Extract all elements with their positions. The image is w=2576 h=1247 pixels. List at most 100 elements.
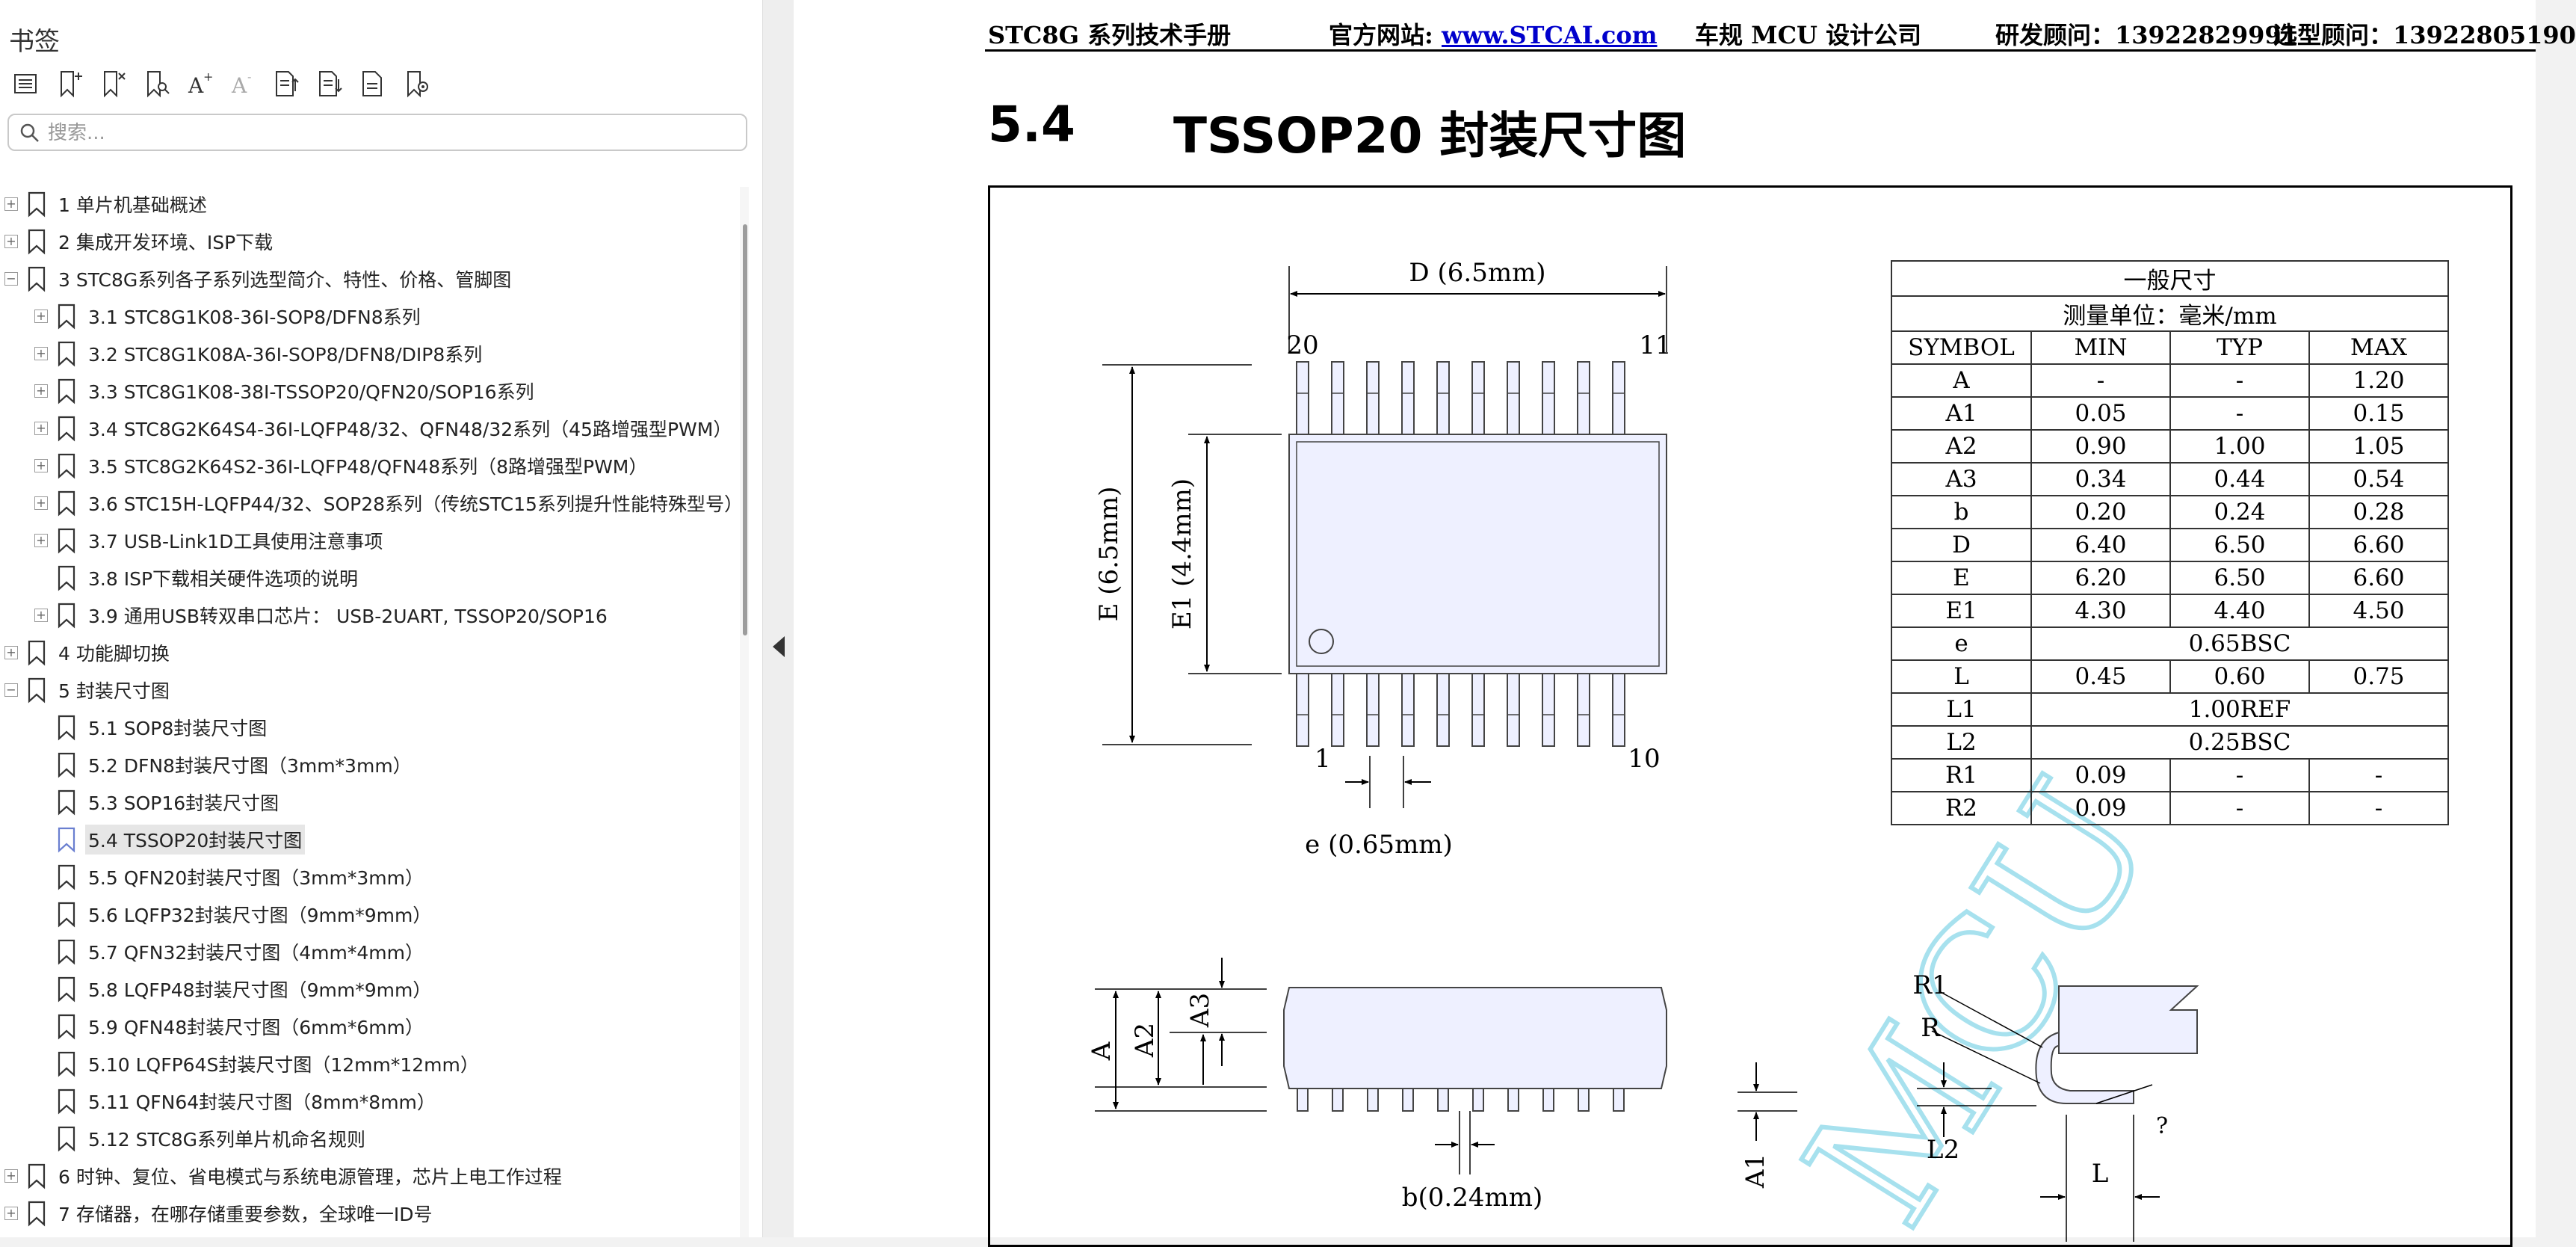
expand-all-icon[interactable] [268,66,303,102]
add-bookmark-icon[interactable] [51,66,87,102]
collapse-panel-icon[interactable] [768,634,788,659]
expand-toggle-icon[interactable]: + [34,534,48,547]
scrollbar-thumb[interactable] [743,224,747,635]
bookmark-item[interactable]: 5.9 QFN48封装尺寸图（6mm*6mm） [34,1008,427,1045]
collapse-toggle-icon[interactable]: − [4,272,18,286]
table-cell: E1 [1891,594,2032,628]
bookmark-item[interactable]: +7 存储器，在哪存储重要参数，全球唯一ID号 [4,1195,435,1232]
a2-dimension-label: A2 [1130,1023,1160,1058]
bookmark-item[interactable]: 5.11 QFN64封装尺寸图（8mm*8mm） [34,1083,439,1120]
bookmark-icon [28,1201,46,1227]
bookmark-icon [28,640,46,666]
top-pin [1577,361,1590,435]
expand-toggle-icon[interactable]: + [34,459,48,472]
svg-text:+: + [203,70,213,84]
bookmark-item[interactable]: +3.5 STC8G2K64S2-36I-LQFP48/QFN48系列（8路增强… [34,447,650,484]
bookmark-item[interactable]: +3.2 STC8G1K08A-36I-SOP8/DFN8/DIP8系列 [34,335,485,372]
panel-splitter[interactable] [762,0,795,1237]
bookmark-item[interactable]: +2 集成开发环境、ISP下载 [4,223,276,260]
expand-toggle-icon[interactable]: + [34,347,48,360]
table-cell: 0.44 [2169,462,2310,496]
expand-toggle-icon[interactable]: + [4,1207,18,1220]
collapse-toggle-icon[interactable]: − [4,683,18,697]
bookmark-label: 3.7 USB-Link1D工具使用注意事项 [88,531,383,552]
bookmark-list-icon[interactable] [7,66,43,102]
table-cell: 0.60 [2169,659,2310,694]
bookmark-item[interactable]: −3 STC8G系列各子系列选型简介、特性、价格、管脚图 [4,260,514,298]
table-cell: 0.25BSC [2030,725,2449,760]
bookmark-label: 2 集成开发环境、ISP下载 [58,232,274,253]
bottom-pin [1471,673,1485,747]
delete-bookmark-icon[interactable] [94,66,130,102]
expand-toggle-icon[interactable]: + [34,496,48,510]
bookmark-item[interactable]: 5.8 LQFP48封装尺寸图（9mm*9mm） [34,970,434,1008]
expand-toggle-icon[interactable]: + [4,1169,18,1183]
top-pin [1366,361,1380,435]
table-cell: 0.75 [2308,659,2449,694]
bookmark-label: 5.6 LQFP32封装尺寸图（9mm*9mm） [88,905,432,926]
bookmark-icon [28,266,46,292]
panel-title: 书签 [9,27,60,57]
expand-toggle-icon[interactable]: + [4,235,18,248]
pitch-label: e (0.65mm) [1305,830,1453,860]
search-input[interactable] [46,120,722,147]
table-cell: 0.20 [2030,495,2171,529]
bookmark-item[interactable]: +1 单片机基础概述 [4,185,210,223]
e1-dimension-label: E1 (4.4mm) [1167,478,1197,629]
rd-contact: 研发顾问：13922829991 [1995,21,2298,49]
font-increase-icon[interactable]: A+ [181,66,217,102]
table-cell: 4.40 [2169,594,2310,628]
bookmark-item[interactable]: +6 时钟、复位、省电模式与系统电源管理，芯片上电工作过程 [4,1157,565,1195]
bookmark-label: 5.3 SOP16封装尺寸图 [88,792,279,814]
search-box[interactable] [7,114,747,151]
font-decrease-icon[interactable]: A- [224,66,260,102]
bookmark-item[interactable]: 5.3 SOP16封装尺寸图 [34,783,282,821]
bookmark-item[interactable]: +3.6 STC15H-LQFP44/32、SOP28系列（传统STC15系列提… [34,484,746,522]
bookmark-item[interactable]: 5.5 QFN20封装尺寸图（3mm*3mm） [34,858,427,896]
bookmark-item[interactable]: +3.3 STC8G1K08-38I-TSSOP20/QFN20/SOP16系列 [34,372,537,410]
bookmark-item[interactable]: 5.12 STC8G系列单片机命名规则 [34,1120,368,1157]
expand-toggle-icon[interactable]: + [34,384,48,398]
bookmark-page-icon[interactable] [354,66,390,102]
expand-toggle-icon[interactable]: + [4,197,18,211]
bookmark-item[interactable]: +3.4 STC8G2K64S4-36I-LQFP48/32、QFN48/32系… [34,410,735,447]
website-link[interactable]: www.STCAI.com [1441,21,1658,49]
bookmark-item[interactable]: 5.2 DFN8封装尺寸图（3mm*3mm） [34,746,415,783]
expand-toggle-icon[interactable]: + [4,646,18,659]
bookmark-label: 1 单片机基础概述 [58,194,207,216]
expand-toggle-icon[interactable]: + [34,310,48,323]
bookmark-label: 5.1 SOP8封装尺寸图 [88,718,268,739]
bookmark-item[interactable]: +4 功能脚切换 [4,634,173,671]
bookmark-item[interactable]: +3.7 USB-Link1D工具使用注意事项 [34,522,386,559]
top-pin [1612,361,1625,435]
expand-toggle-icon[interactable]: + [34,422,48,435]
expand-toggle-icon [34,1094,48,1108]
bookmark-item[interactable]: 5.6 LQFP32封装尺寸图（9mm*9mm） [34,896,434,933]
table-cell: SYMBOL [1891,330,2032,365]
bookmark-item[interactable]: 5.1 SOP8封装尺寸图 [34,709,270,746]
section-number: 5.4 [988,96,1075,153]
bookmark-item[interactable]: −5 封装尺寸图 [4,671,173,709]
table-cell: 6.20 [2030,561,2171,595]
bookmark-settings-icon[interactable] [398,66,433,102]
bookmark-item[interactable]: 5.7 QFN32封装尺寸图（4mm*4mm） [34,933,427,970]
bookmark-item[interactable]: 3.8 ISP下载相关硬件选项的说明 [34,559,361,597]
package-drawing: MCU D (6.5mm) 20 11 1 10 [1087,258,2199,1247]
bookmark-item[interactable]: 5.10 LQFP64S封装尺寸图（12mm*12mm） [34,1045,482,1083]
bookmark-item[interactable]: +3.1 STC8G1K08-36I-SOP8/DFN8系列 [34,298,424,335]
bookmark-label: 5.7 QFN32封装尺寸图（4mm*4mm） [88,942,424,964]
find-bookmark-icon[interactable] [138,66,173,102]
bookmark-icon [58,864,75,890]
bookmark-item[interactable]: +3.9 通用USB转双串口芯片： USB-2UART, TSSOP20/SOP… [34,597,611,634]
bookmark-item[interactable]: 5.4 TSSOP20封装尺寸图 [34,821,306,858]
expand-toggle-icon[interactable]: + [34,609,48,622]
table-row: 一般尺寸 [1891,260,2449,297]
collapse-all-icon[interactable] [311,66,347,102]
bookmark-label: 3.6 STC15H-LQFP44/32、SOP28系列（传统STC15系列提升… [88,493,743,515]
bookmark-label: 7 存储器，在哪存储重要参数，全球唯一ID号 [58,1204,433,1225]
